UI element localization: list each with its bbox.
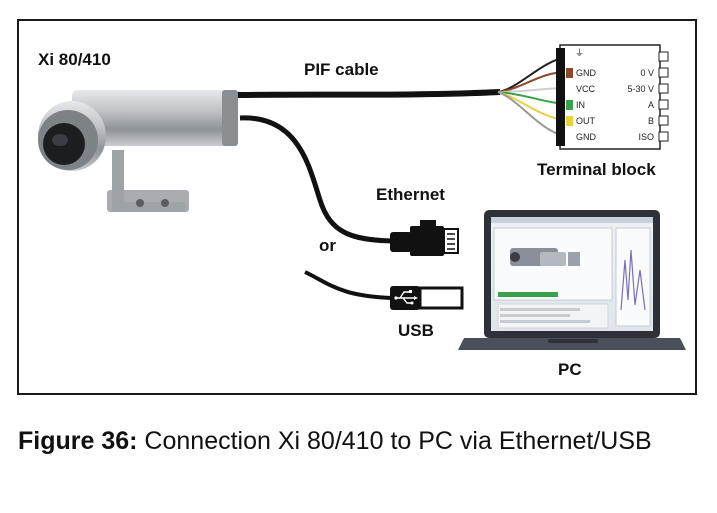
tb-right-pin: ISO bbox=[638, 132, 654, 142]
pif-cable-label: PIF cable bbox=[304, 60, 379, 79]
camera-icon bbox=[38, 90, 238, 212]
tb-right-pin: 5-30 V bbox=[627, 84, 654, 94]
tb-ground-symbol: ⏚ bbox=[575, 48, 584, 58]
tb-left-pin: GND bbox=[576, 68, 597, 78]
ethernet-plug-icon bbox=[390, 220, 459, 256]
tb-left-pin: GND bbox=[576, 132, 597, 142]
terminal-block-label: Terminal block bbox=[537, 160, 656, 179]
caption-text: Connection Xi 80/410 to PC via Ethernet/… bbox=[137, 427, 652, 455]
tb-right-pin: 0 V bbox=[640, 68, 654, 78]
or-label: or bbox=[319, 236, 336, 255]
pif-wires bbox=[497, 56, 567, 137]
pif-cable bbox=[234, 89, 501, 98]
tb-left-pin: OUT bbox=[576, 116, 596, 126]
usb-label: USB bbox=[398, 321, 434, 340]
ethernet-cable bbox=[239, 115, 393, 244]
terminal-block: ⏚ GND VCC IN OUT GND 0 V 5-30 V A B ISO bbox=[556, 44, 669, 150]
laptop-icon bbox=[458, 210, 686, 350]
caption-prefix: Figure 36: bbox=[18, 427, 138, 455]
tb-left-pin: IN bbox=[576, 100, 585, 110]
figure-caption: Figure 36: Connection Xi 80/410 to PC vi… bbox=[18, 424, 698, 458]
tb-left-pin: VCC bbox=[576, 84, 596, 94]
tb-right-pin: A bbox=[648, 100, 654, 110]
pc-label: PC bbox=[558, 360, 582, 379]
usb-plug-icon bbox=[390, 286, 464, 310]
tb-right-pin: B bbox=[648, 116, 654, 126]
device-label: Xi 80/410 bbox=[38, 50, 111, 69]
ethernet-label: Ethernet bbox=[376, 185, 445, 204]
usb-cable bbox=[304, 270, 393, 300]
